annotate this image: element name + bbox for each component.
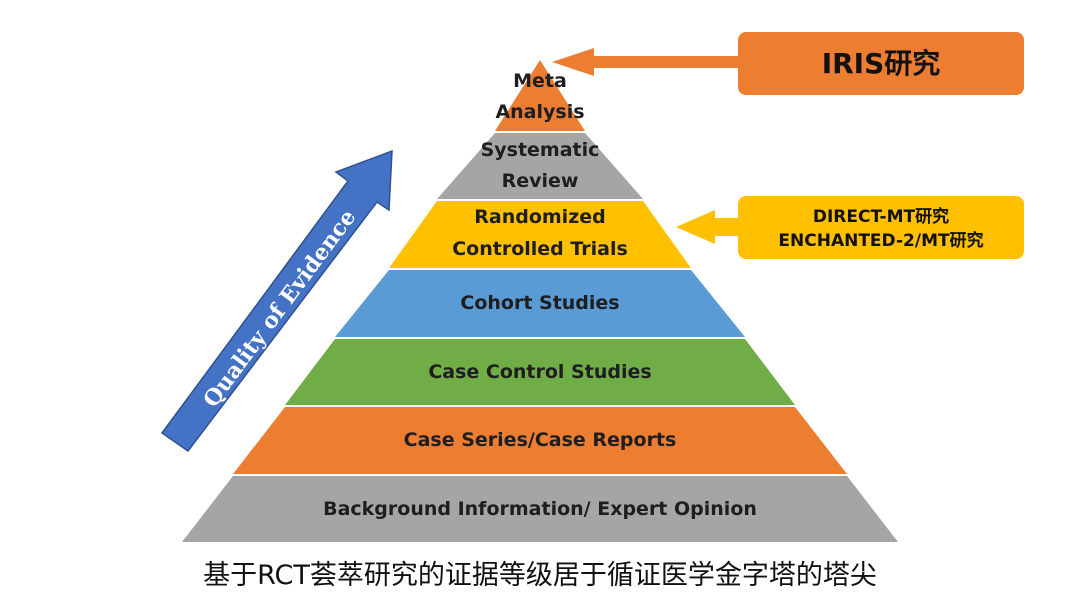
diagonal-arrow-icon (160, 149, 393, 453)
level-label-case-series: Case Series/Case Reports (404, 429, 677, 451)
level-label-systematic-line1: Systematic (481, 139, 600, 161)
pyramid-level-cohort-studies (335, 270, 745, 337)
pyramid-level-case-series-case-reports (233, 407, 847, 474)
level-label-cohort: Cohort Studies (460, 292, 619, 314)
iris-callout-box (738, 32, 1024, 95)
iris-callout: IRIS研究 (552, 32, 1024, 95)
level-label-case-control: Case Control Studies (428, 361, 651, 383)
pyramid-level-case-control-studies (285, 339, 795, 405)
pyramid-level-meta-analysis (495, 60, 585, 131)
pyramid (182, 60, 898, 542)
level-label-rct-line2: Controlled Trials (452, 238, 628, 260)
iris-callout-label: IRIS研究 (822, 47, 941, 80)
direct-pointer-arrow-icon (676, 210, 742, 244)
direct-callout-box (738, 196, 1024, 259)
pyramid-level-systematic-review (437, 133, 643, 199)
level-label-meta-line2: Analysis (495, 101, 584, 123)
direct-mt-callout: DIRECT-MT研究 ENCHANTED-2/MT研究 (676, 196, 1024, 259)
direct-callout-line2: ENCHANTED-2/MT研究 (778, 230, 983, 251)
quality-of-evidence-arrow: Quality of Evidence (160, 149, 393, 453)
direct-callout-line1: DIRECT-MT研究 (813, 206, 949, 227)
figure-caption: 基于RCT荟萃研究的证据等级居于循证医学金字塔的塔尖 (203, 560, 877, 591)
pyramid-level-randomized-controlled-trials (389, 201, 691, 268)
pyramid-labels: Meta Analysis Systematic Review Randomiz… (323, 70, 757, 520)
level-label-background: Background Information/ Expert Opinion (323, 498, 757, 520)
level-label-rct-line1: Randomized (474, 206, 606, 228)
level-label-meta-line1: Meta (513, 70, 567, 92)
pyramid-level-background-information (182, 476, 898, 542)
level-label-systematic-line2: Review (502, 170, 579, 192)
iris-pointer-arrow-icon (552, 48, 742, 76)
